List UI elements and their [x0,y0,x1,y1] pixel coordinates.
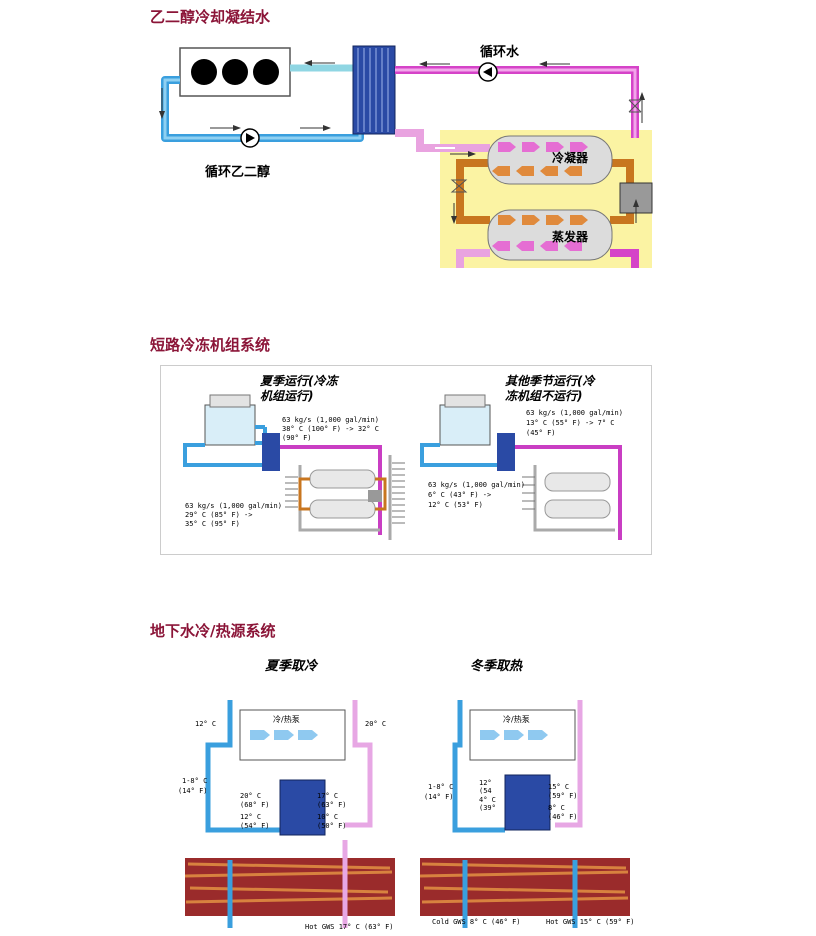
summer-top-temp2: (90° F) [282,434,312,442]
summer-bottom-temp2: 35° C (95° F) [185,520,240,528]
fan-icon [253,59,279,85]
cold-gws-right: Cold GWS 8° C (46° F) [432,918,521,926]
hx-right-4: (50° F) [317,822,347,830]
hot-gws-right: Hot GWS 15° C (59° F) [546,918,635,926]
hx-left-1: 20° C [240,792,261,800]
other-season-panel: 其他季节运行(冷 冻机组不运行) 63 kg/s (1,000 gal/min)… [420,374,623,540]
unit-label-left: 冷/热泵 [273,714,300,724]
hx-left-3: 12° C [240,813,261,821]
summer-bottom-flow: 63 kg/s (1,000 gal/min) [185,502,282,510]
hx-right-4-r: (46° F) [548,813,578,821]
plate-heat-exchanger [352,45,396,135]
unit-label-right: 冷/热泵 [503,714,530,724]
other-heading-line2: 冻机组不运行) [505,389,583,403]
hx-right-3: 10° C [317,813,338,821]
temp-top-left: 12° C [195,720,216,728]
hx-left-2-r: (54 [479,787,492,795]
other-bottom-temp1: 6° C (43° F) -> [428,491,491,499]
hx-left-3-r: 4° C [479,796,496,804]
summer-top-temp1: 38° C (100° F) -> 32° C [282,425,379,433]
summer-operation-panel: 夏季运行(冷冻 机组运行) 63 kg/s (1,000 gal/min) 38… [183,374,405,540]
section-title-groundwater: 地下水冷/热源系统 [150,622,276,640]
hot-gws-left: Hot GWS 17° C (63° F) [305,923,394,931]
ground-soil-left [184,858,395,916]
hx-left-2: (68° F) [240,801,270,809]
temp-mid-left1: 1-8° C [182,777,207,785]
summer-cooling-heading: 夏季取冷 [265,658,319,674]
summer-top-flow: 63 kg/s (1,000 gal/min) [282,416,379,424]
hx-left-1-r: 12° [479,779,492,787]
glycol-cooling-diagram: 冷凝器 蒸发器 循环水 循环乙二醇 [159,44,653,268]
ground-soil-right [419,858,630,916]
condenser-label: 冷凝器 [552,150,589,165]
hx-left-4: (54° F) [240,822,270,830]
section-title-short-circuit: 短路冷冻机组系统 [150,336,271,354]
temp-top-right: 20° C [365,720,386,728]
hx-right-1-r: 15° C [548,783,569,791]
hx-right-2-r: (59° F) [548,792,578,800]
other-top-flow: 63 kg/s (1,000 gal/min) [526,409,623,417]
summer-heading-line2: 机组运行) [260,389,314,403]
other-top-temp2: (45° F) [526,429,556,437]
hx-right-2: (63° F) [317,801,347,809]
other-top-temp1: 13° C (55° F) -> 7° C [526,419,615,427]
fan-icon [191,59,217,85]
short-circuit-chiller-diagram: 夏季运行(冷冻 机组运行) 63 kg/s (1,000 gal/min) 38… [160,365,652,555]
temp-mid-left2-r: (14° F) [424,793,454,801]
evaporator-label: 蒸发器 [552,229,589,244]
section-title-glycol: 乙二醇冷却凝结水 [150,8,271,26]
other-bottom-flow: 63 kg/s (1,000 gal/min) [428,481,525,489]
fan-icon [222,59,248,85]
hx-right-1: 17° C [317,792,338,800]
temp-mid-left1-r: 1-8° C [428,783,453,791]
groundwater-diagram: 冷/热泵 夏季取冷 12° C 20° C 1-8° C (14° F) 20°… [178,658,635,931]
summer-bottom-temp1: 29° C (85° F) -> [185,511,252,519]
winter-heating-heading: 冬季取热 [470,658,523,674]
circ-glycol-label: 循环乙二醇 [205,164,270,180]
plate-hx-right [504,774,551,831]
plate-hx-left [279,779,326,836]
hx-left-4-r: (39° [479,804,496,812]
other-bottom-temp2: 12° C (53° F) [428,501,483,509]
other-heading-line1: 其他季节运行(冷 [505,374,596,388]
temp-mid-left2: (14° F) [178,787,208,795]
summer-heading-line1: 夏季运行(冷冻 [260,374,339,388]
hx-right-3-r: 8° C [548,804,565,812]
circ-water-label: 循环水 [480,44,520,60]
